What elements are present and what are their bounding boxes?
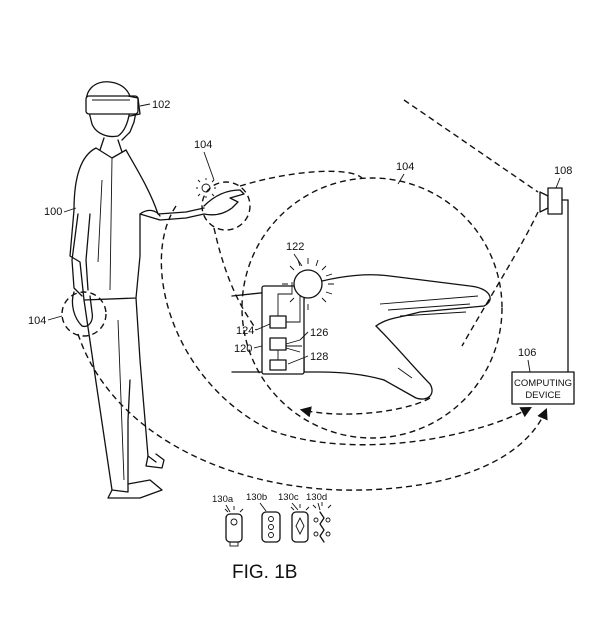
label-128: 128 — [310, 351, 328, 363]
figure-caption: FIG. 1B — [232, 562, 297, 583]
label-100: 100 — [44, 206, 62, 218]
label-130a: 130a — [212, 494, 234, 505]
zoom-circle — [241, 177, 503, 439]
label-130d: 130d — [306, 492, 327, 503]
hand-detail-circle-right — [201, 181, 251, 231]
label-104-zoom: 104 — [396, 161, 414, 173]
label-104-left: 104 — [28, 315, 46, 327]
component-124 — [269, 315, 287, 329]
label-130b: 130b — [246, 492, 267, 503]
variant-130a — [224, 506, 244, 547]
variant-130b — [261, 511, 281, 543]
hand-detail-circle-left — [61, 291, 107, 337]
computing-device: COMPUTING DEVICE — [511, 371, 575, 405]
label-122: 122 — [286, 241, 304, 253]
wristband — [261, 282, 305, 375]
component-126 — [269, 337, 287, 351]
headset — [85, 95, 151, 117]
label-124: 124 — [236, 325, 254, 337]
label-106: 106 — [518, 347, 536, 359]
light-emitter — [282, 258, 334, 310]
camera — [539, 187, 569, 375]
label-108: 108 — [554, 165, 572, 177]
user-figure — [69, 81, 245, 499]
variant-130c — [290, 504, 310, 543]
label-104-top: 104 — [194, 139, 212, 151]
label-102: 102 — [152, 99, 170, 111]
variant-130d — [312, 502, 332, 543]
component-128 — [269, 359, 287, 371]
device-line1: COMPUTING — [514, 378, 572, 389]
device-line2: DEVICE — [525, 390, 560, 401]
signal-arrow-back — [299, 397, 431, 418]
signal-arc-outer — [77, 333, 548, 491]
label-130c: 130c — [278, 492, 299, 503]
label-126: 126 — [310, 327, 328, 339]
hand-light-spark — [196, 178, 216, 198]
label-120: 120 — [234, 343, 252, 355]
